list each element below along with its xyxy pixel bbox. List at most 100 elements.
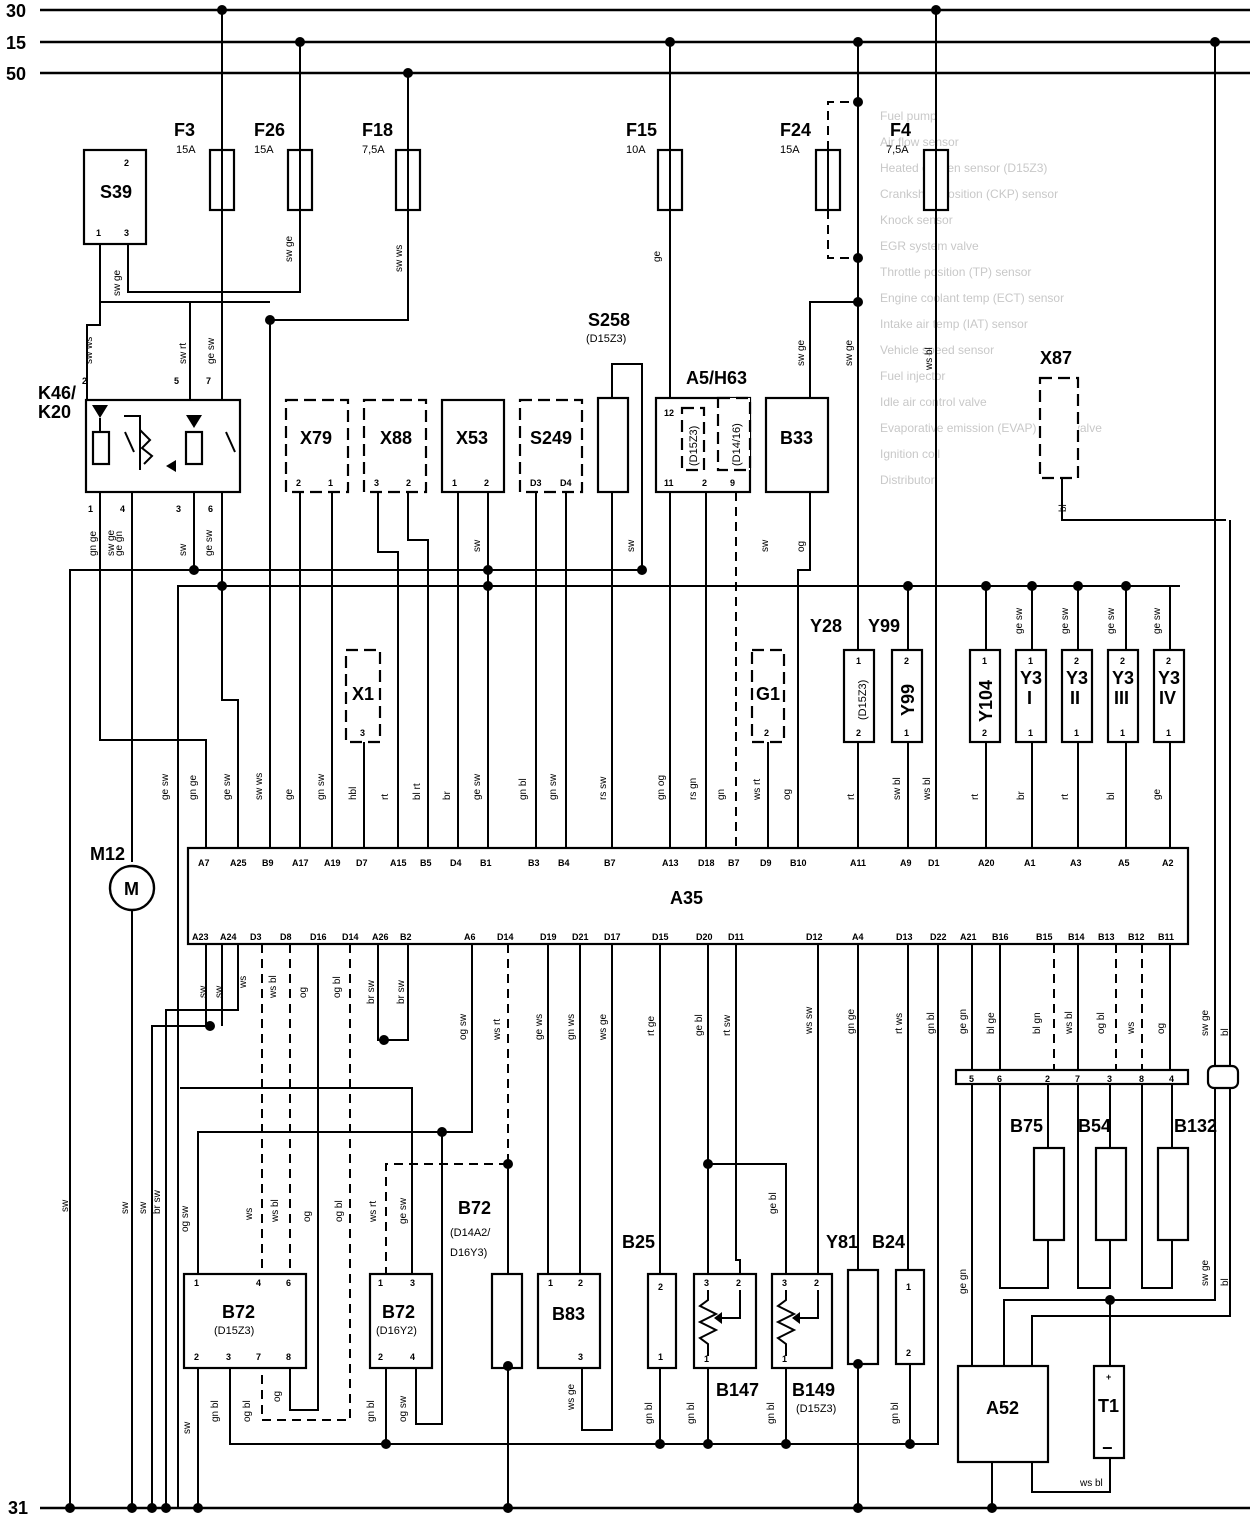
wire-color-label: bl rt <box>412 783 423 800</box>
a35-bottom-pin: B2 <box>400 932 412 942</box>
a35-bottom-pin: B16 <box>992 932 1009 942</box>
a35-top-pin: D7 <box>356 858 368 868</box>
wire-color-label: sw <box>138 1201 149 1214</box>
wire-color-label: sw ge <box>1200 1259 1211 1286</box>
svg-text:1: 1 <box>96 228 101 238</box>
wire-color-label: rt <box>970 794 981 800</box>
wire-color-label: ge bl <box>768 1192 779 1214</box>
wire-color-label: gn ws <box>566 1014 577 1040</box>
wire-color-label: bl gn <box>1032 1012 1043 1034</box>
motor-M12: M M12 <box>90 844 156 912</box>
svg-text:(D14A2/: (D14A2/ <box>450 1227 491 1239</box>
wire-color-label: ge gn <box>958 1269 969 1294</box>
wire-color-label: gn bl <box>644 1402 655 1424</box>
connector-bar-pin: 3 <box>1107 1074 1112 1084</box>
wire-color-label: ws bl <box>924 347 935 371</box>
sensor-B83: B83 1 2 3 <box>536 1272 602 1370</box>
svg-text:A52: A52 <box>986 1398 1019 1418</box>
wire-color-label: ws rt <box>492 1019 503 1041</box>
wire-color-label: gn bl <box>686 1402 697 1424</box>
rail-label-31: 31 <box>8 1498 28 1518</box>
wire-color-label: ge sw <box>206 337 217 364</box>
svg-text:B83: B83 <box>552 1304 585 1324</box>
connector-bar-pin: 4 <box>1169 1074 1174 1084</box>
fuse-F26-rating: 15A <box>254 144 274 156</box>
generator-G1: G1 2 <box>750 648 786 744</box>
svg-text:2: 2 <box>856 728 861 738</box>
wire-color-label: gn ge <box>188 775 199 800</box>
wire-color-label: sw ge <box>844 339 855 366</box>
sensor-B75: B75 <box>1010 1116 1066 1242</box>
svg-text:6: 6 <box>286 1278 291 1288</box>
connector-bar-pin: 6 <box>997 1074 1002 1084</box>
wire-color-label: sw ge <box>106 529 117 556</box>
wire-color-label: ge sw <box>472 773 483 800</box>
svg-text:7: 7 <box>256 1352 261 1362</box>
svg-text:2: 2 <box>702 478 707 488</box>
wire-color-label: ge sw <box>1106 607 1117 634</box>
K20-label: K20 <box>38 402 71 422</box>
fuse-F3: F3 15A <box>174 10 236 212</box>
svg-text:2: 2 <box>736 1278 741 1288</box>
svg-text:S258: S258 <box>588 310 630 330</box>
svg-text:G1: G1 <box>756 684 780 704</box>
a35-top-pin: D18 <box>698 858 715 868</box>
a35-top-pin: A5 <box>1118 858 1130 868</box>
wire-color-label: sw ge <box>796 339 807 366</box>
a35-bottom-pin: D22 <box>930 932 947 942</box>
svg-text:2: 2 <box>814 1278 819 1288</box>
svg-text:6: 6 <box>208 504 213 514</box>
sensor-B72-D16Y2: B72 (D16Y2) 1 3 2 4 <box>368 1272 434 1370</box>
svg-text:3: 3 <box>782 1278 787 1288</box>
wire-color-label: gn bl <box>366 1400 377 1422</box>
svg-text:1: 1 <box>1166 728 1171 738</box>
svg-text:X79: X79 <box>300 428 332 448</box>
svg-text:(D15Z3): (D15Z3) <box>214 1325 254 1337</box>
svg-text:B25: B25 <box>622 1232 655 1252</box>
valve-Y81: Y81 <box>826 1232 880 1366</box>
svg-text:2: 2 <box>406 478 411 488</box>
a35-top-pin: A25 <box>230 858 247 868</box>
wire-color-label: og bl <box>334 1200 345 1222</box>
fuse-F15: F15 10A <box>626 42 684 212</box>
connector-bar-pin: 7 <box>1075 1074 1080 1084</box>
svg-text:2: 2 <box>296 478 301 488</box>
wire-color-label: sw ge <box>112 269 123 296</box>
wire-color-label: ge gn <box>958 1009 969 1034</box>
wire-color-label: ge <box>652 250 663 262</box>
wire-color-label: ws bl <box>268 975 279 999</box>
wire-color-label: og bl <box>1096 1012 1107 1034</box>
wire-color-label: ge ws <box>534 1014 545 1040</box>
wire-color-label: gn sw <box>316 773 327 800</box>
a35-bottom-pin: A21 <box>960 932 977 942</box>
connector-X1: X1 3 <box>344 648 382 744</box>
switch-S39: S39 2 1 3 <box>82 148 148 246</box>
wire-color-label: bl <box>1220 1278 1231 1286</box>
svg-text:2: 2 <box>658 1282 663 1292</box>
sensor-B149: B149 (D15Z3) 3 2 1 <box>770 1272 836 1415</box>
fuse-F3-label: F3 <box>174 120 195 140</box>
a35-bottom-pin: B14 <box>1068 932 1085 942</box>
connector-bar-pin: 2 <box>1045 1074 1050 1084</box>
svg-text:1: 1 <box>378 1278 383 1288</box>
svg-text:2: 2 <box>82 376 87 386</box>
wire-color-label: sw <box>198 985 209 998</box>
a35-bottom-pin: D14 <box>497 932 514 942</box>
wire-color-label: sw <box>120 1201 131 1214</box>
sensor-B132: B132 <box>1156 1116 1217 1242</box>
svg-text:1: 1 <box>1120 728 1125 738</box>
svg-text:Y99: Y99 <box>868 616 900 636</box>
wire-color-label: bl <box>1220 1028 1231 1036</box>
a35-bottom-pin: B11 <box>1158 932 1174 942</box>
svg-text:(D15Z3): (D15Z3) <box>857 680 869 720</box>
svg-text:2: 2 <box>982 728 987 738</box>
wire-color-label: sw <box>626 539 637 552</box>
background-text: Air flow sensor <box>880 135 959 149</box>
svg-text:D4: D4 <box>560 478 572 488</box>
wire-color-label: bl <box>1058 504 1069 512</box>
svg-text:1: 1 <box>1074 728 1079 738</box>
svg-text:Y28: Y28 <box>810 616 842 636</box>
